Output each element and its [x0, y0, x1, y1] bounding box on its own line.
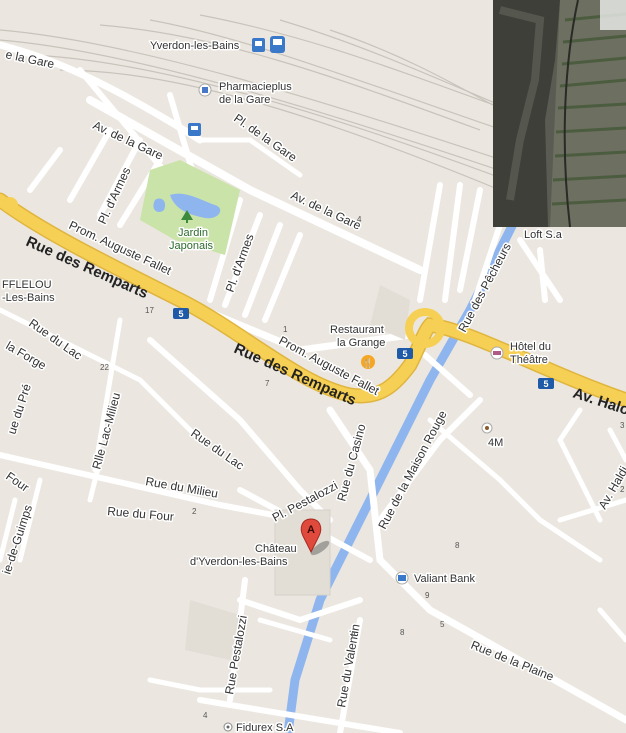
poi-pharmacy[interactable]: Pharmacieplus de la Gare	[198, 80, 294, 108]
svg-text:FFLELOU: FFLELOU	[2, 279, 52, 291]
map-marker-a[interactable]: A	[300, 518, 331, 558]
roundabout	[405, 308, 445, 348]
marker-letter: A	[307, 524, 315, 536]
svg-text:Fidurex S.A: Fidurex S.A	[236, 722, 294, 733]
svg-text:3: 3	[620, 421, 625, 430]
building-block-2	[185, 600, 240, 660]
poi-park[interactable]: Jardin Japonais	[168, 210, 215, 254]
svg-text:5: 5	[178, 309, 183, 319]
svg-text:22: 22	[100, 363, 109, 372]
poi-chateau[interactable]: Château d'Yverdon-les-Bains	[189, 542, 299, 570]
svg-text:5: 5	[402, 349, 407, 359]
svg-text:Japonais: Japonais	[169, 240, 214, 252]
svg-text:Château: Château	[255, 543, 297, 555]
poi-loft[interactable]: Loft S.a	[523, 228, 565, 243]
handrail	[563, 0, 579, 228]
svg-text:4: 4	[203, 711, 208, 720]
tree-icon	[181, 210, 193, 220]
svg-text:2: 2	[620, 485, 625, 494]
poi-station[interactable]: Yverdon-les-Bains	[149, 36, 285, 54]
svg-text:5: 5	[440, 620, 445, 629]
railway-tracks	[0, 14, 621, 206]
canal-water	[283, 207, 525, 733]
marker-pin-icon	[300, 518, 322, 554]
building-block	[370, 285, 410, 340]
svg-text:2: 2	[351, 631, 356, 640]
svg-text:4: 4	[357, 215, 362, 224]
svg-text:5: 5	[543, 379, 548, 389]
poi-restaurant[interactable]: Restaurant la Grange 🍴	[329, 323, 387, 369]
poi-fidurex[interactable]: Fidurex S.A	[223, 721, 296, 733]
route-shield-3: 5	[538, 378, 554, 389]
svg-text:8: 8	[455, 541, 460, 550]
route-shield-2: 5	[397, 348, 413, 359]
svg-text:-Les-Bains: -Les-Bains	[2, 292, 55, 304]
street-photo-thumbnail[interactable]	[493, 0, 626, 228]
poi-4m[interactable]: 4M	[481, 422, 505, 451]
svg-text:Hôtel du: Hôtel du	[510, 341, 551, 353]
photo-stairs	[550, 0, 626, 227]
roundabout-west	[2, 197, 18, 213]
svg-text:1: 1	[283, 325, 288, 334]
svg-text:2: 2	[192, 507, 197, 516]
poi-afflelou[interactable]: FFLELOU -Les-Bains	[1, 278, 57, 306]
poi-valiant-bank[interactable]: Valiant Bank	[395, 571, 477, 587]
svg-text:Jardin: Jardin	[178, 227, 208, 239]
major-road-remparts	[0, 194, 626, 406]
svg-text:Valiant Bank: Valiant Bank	[414, 573, 475, 585]
svg-text:Restaurant: Restaurant	[330, 324, 384, 336]
route-shield-1: 5	[173, 308, 189, 319]
bus-stop-icon[interactable]	[188, 123, 201, 136]
restaurant-icon	[361, 355, 375, 369]
svg-text:Yverdon-les-Bains: Yverdon-les-Bains	[150, 40, 240, 52]
svg-text:8: 8	[400, 628, 405, 637]
house-numbers: 4 17 1 7 22 2 8 9 2 8 4 2 5 3	[100, 215, 625, 720]
svg-text:de la Gare: de la Gare	[219, 94, 270, 106]
svg-text:🍴: 🍴	[362, 357, 373, 369]
svg-text:Pharmacieplus: Pharmacieplus	[219, 81, 292, 93]
svg-text:la Grange: la Grange	[337, 337, 385, 349]
svg-text:7: 7	[265, 379, 270, 388]
svg-text:4M: 4M	[488, 437, 503, 449]
svg-text:Théâtre: Théâtre	[510, 354, 548, 366]
pond	[170, 193, 221, 219]
svg-text:9: 9	[425, 591, 430, 600]
poi-hotel[interactable]: Hôtel du Théâtre	[490, 340, 552, 368]
photo-light	[600, 0, 626, 30]
svg-text:17: 17	[145, 306, 154, 315]
pond-small	[153, 198, 166, 212]
svg-text:d'Yverdon-les-Bains: d'Yverdon-les-Bains	[190, 556, 288, 568]
marker-shadow	[310, 540, 330, 556]
